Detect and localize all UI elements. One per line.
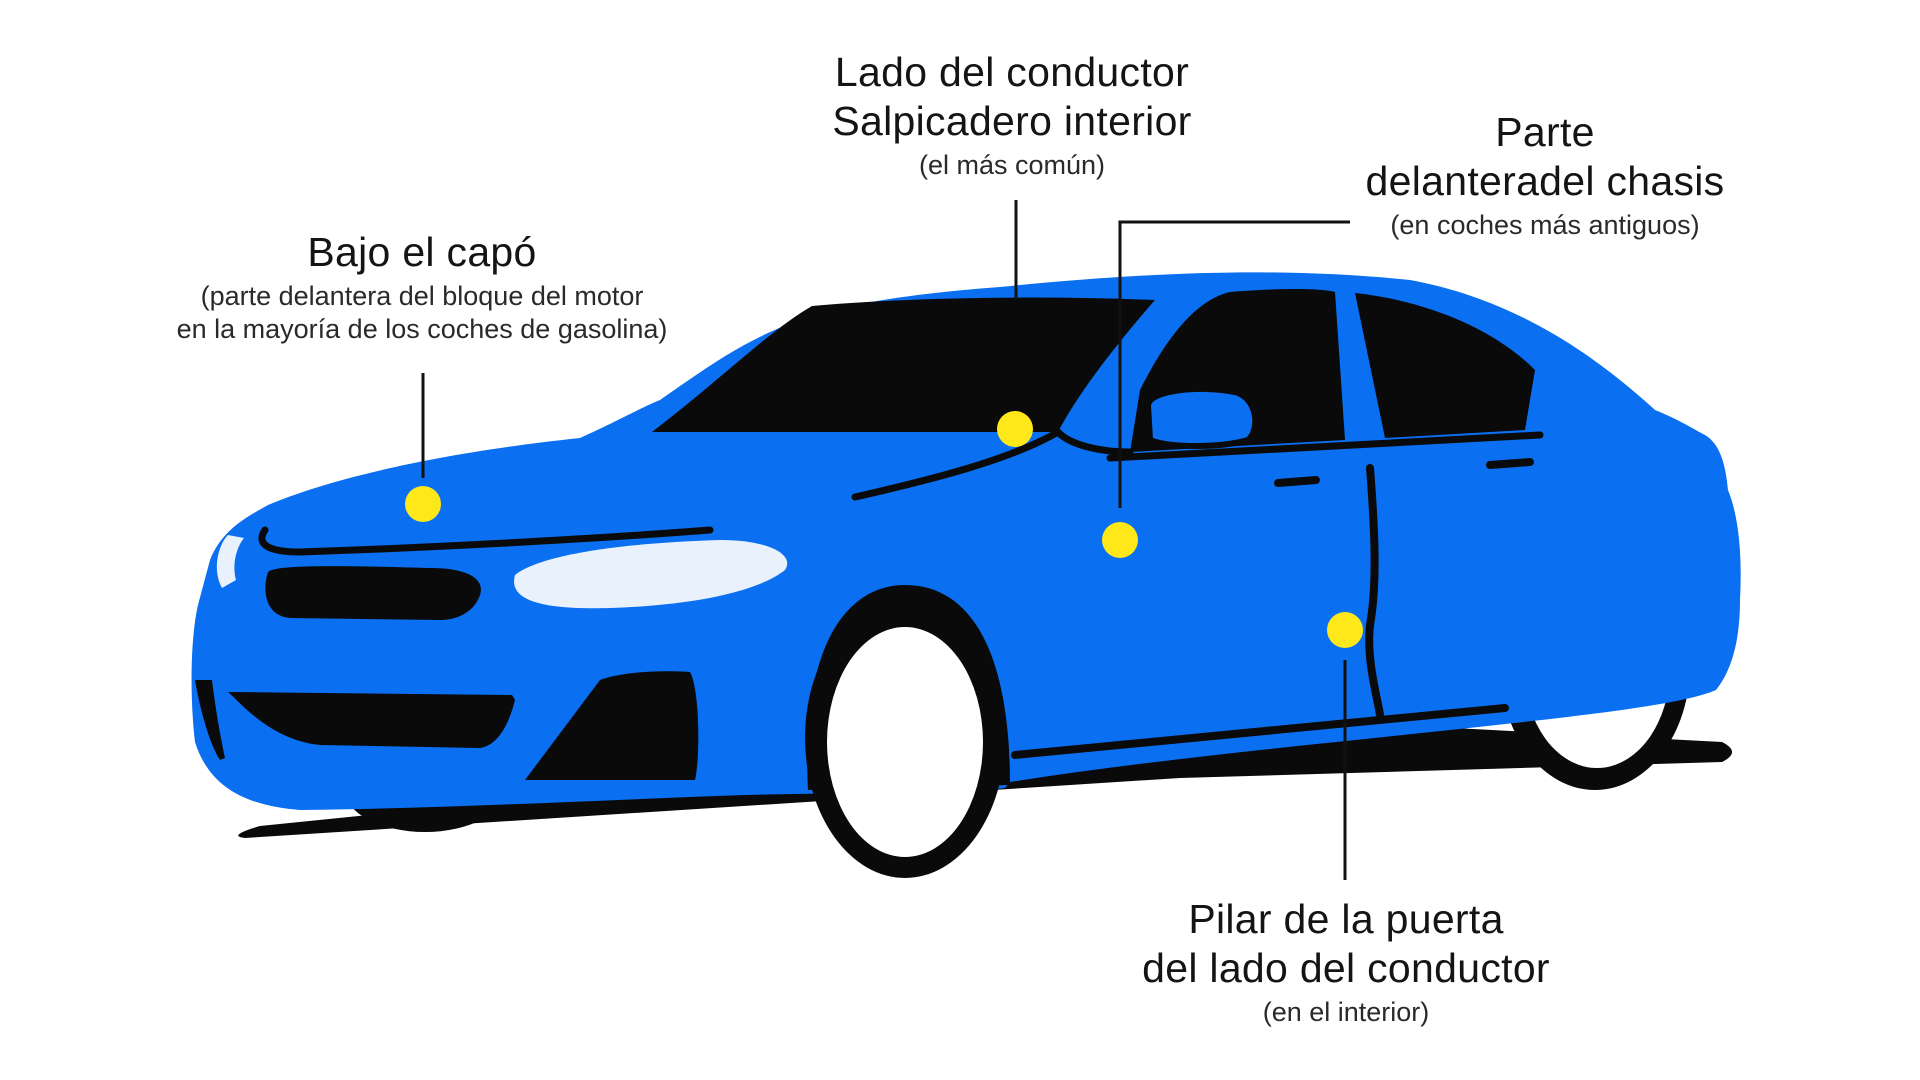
label-door-pillar-title-1: Pilar de la puerta — [1188, 896, 1504, 942]
label-door-pillar-sub: (en el interior) — [1262, 997, 1430, 1027]
leader-line-frame — [1118, 220, 1350, 508]
label-door-pillar-title-2: del lado del conductor — [1142, 945, 1550, 991]
grille — [265, 566, 481, 620]
sill-line — [1011, 704, 1509, 759]
label-front-frame-title-1: Parte — [1495, 109, 1595, 155]
hood-line — [258, 526, 714, 556]
car-body — [191, 272, 1741, 810]
label-dashboard-sub: (el más común) — [918, 150, 1106, 180]
belt-line — [851, 427, 1134, 501]
marker-pillar — [1327, 612, 1363, 648]
marker-dash — [997, 411, 1033, 447]
windshield — [652, 297, 1155, 432]
label-under-hood-sub-1: (parte delantera del bloque del motor — [200, 281, 644, 311]
right-headlight — [514, 540, 788, 609]
label-front-frame: Parte delanteradel chasis (en coches más… — [1366, 108, 1725, 242]
door-seam — [1365, 464, 1384, 719]
right-fog-intake — [525, 671, 699, 780]
rear-door-handle — [1486, 458, 1534, 469]
label-dashboard-title-1: Lado del conductor — [834, 49, 1190, 95]
left-fog-intake — [195, 680, 225, 760]
lower-grille — [228, 692, 515, 748]
front-wheel — [827, 627, 983, 857]
label-front-frame-title-2: delanteradel chasis — [1365, 158, 1725, 204]
left-headlight — [216, 535, 244, 588]
label-dashboard-title-2: Salpicadero interior — [832, 98, 1192, 144]
front-door-handle — [1274, 476, 1320, 487]
label-under-hood: Bajo el capó (parte delantera del bloque… — [177, 228, 668, 346]
label-front-frame-sub: (en coches más antiguos) — [1390, 210, 1700, 240]
marker-frame — [1102, 522, 1138, 558]
label-under-hood-title: Bajo el capó — [307, 229, 537, 275]
side-mirror — [1144, 385, 1259, 449]
label-dashboard: Lado del conductor Salpicadero interior … — [832, 48, 1191, 182]
belt-line-rear — [1106, 431, 1544, 462]
label-door-pillar: Pilar de la puerta del lado del conducto… — [1142, 895, 1550, 1029]
marker-hood — [405, 486, 441, 522]
rear-side-window — [1355, 293, 1535, 438]
label-under-hood-sub-2: en la mayoría de los coches de gasolina) — [176, 314, 668, 344]
